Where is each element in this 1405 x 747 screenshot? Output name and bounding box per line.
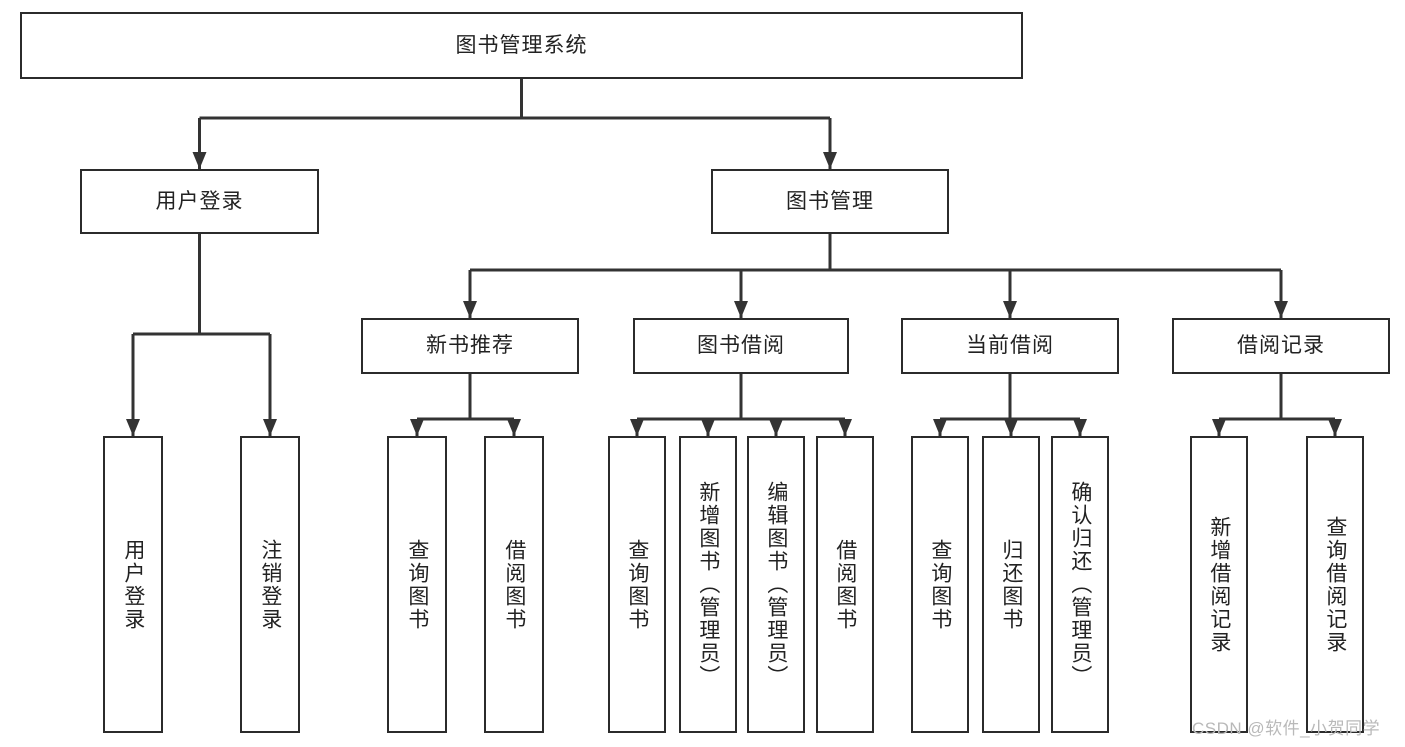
arrow-head-icon — [838, 419, 852, 436]
arrow-head-icon — [192, 152, 207, 169]
node-book-borrow[interactable]: 图书借阅 — [633, 318, 849, 374]
node-label: 查询借阅记录 — [1323, 515, 1347, 654]
node-label: 借阅图书 — [502, 538, 526, 631]
arrow-head-icon — [263, 419, 277, 436]
node-label: 新书推荐 — [426, 334, 514, 358]
node-leaf-edit-book[interactable]: 编辑图书（管理员） — [747, 436, 805, 733]
node-leaf-user-login[interactable]: 用户登录 — [103, 436, 163, 733]
arrow-head-icon — [1274, 301, 1288, 318]
node-label: 新增图书（管理员） — [696, 481, 720, 688]
node-label: 注销登录 — [258, 538, 282, 631]
node-leaf-query-book-3[interactable]: 查询图书 — [911, 436, 969, 733]
node-label: 借阅图书 — [833, 538, 857, 631]
node-leaf-borrow-book-2[interactable]: 借阅图书 — [816, 436, 874, 733]
node-label: 归还图书 — [999, 538, 1023, 631]
arrow-head-icon — [734, 301, 748, 318]
node-label: 用户登录 — [121, 538, 145, 631]
arrow-head-icon — [769, 419, 783, 436]
node-label: 查询图书 — [928, 538, 952, 631]
node-user-login[interactable]: 用户登录 — [80, 169, 319, 234]
node-current-borrow[interactable]: 当前借阅 — [901, 318, 1119, 374]
arrow-head-icon — [1004, 419, 1018, 436]
arrow-head-icon — [507, 419, 521, 436]
node-leaf-add-record[interactable]: 新增借阅记录 — [1190, 436, 1248, 733]
node-label: 查询图书 — [625, 538, 649, 631]
node-label: 图书借阅 — [697, 334, 785, 358]
arrow-head-icon — [1212, 419, 1226, 436]
node-leaf-add-book[interactable]: 新增图书（管理员） — [679, 436, 737, 733]
arrow-head-icon — [823, 152, 837, 169]
node-label: 图书管理 — [786, 189, 874, 213]
node-leaf-borrow-book-1[interactable]: 借阅图书 — [484, 436, 544, 733]
node-book-manage[interactable]: 图书管理 — [711, 169, 949, 234]
arrow-head-icon — [463, 301, 477, 318]
node-label: 编辑图书（管理员） — [764, 481, 788, 688]
node-label: 借阅记录 — [1237, 334, 1325, 358]
arrow-head-icon — [1073, 419, 1087, 436]
arrow-head-icon — [1003, 301, 1017, 318]
node-leaf-query-book-2[interactable]: 查询图书 — [608, 436, 666, 733]
node-label: 当前借阅 — [966, 334, 1054, 358]
node-leaf-return-book[interactable]: 归还图书 — [982, 436, 1040, 733]
node-leaf-query-book-1[interactable]: 查询图书 — [387, 436, 447, 733]
node-new-book-rec[interactable]: 新书推荐 — [361, 318, 579, 374]
node-label: 确认归还（管理员） — [1068, 481, 1092, 688]
arrow-head-icon — [933, 419, 947, 436]
node-label: 新增借阅记录 — [1207, 515, 1231, 654]
arrow-head-icon — [630, 419, 644, 436]
arrow-head-icon — [126, 419, 140, 436]
node-label: 查询图书 — [405, 538, 429, 631]
node-label: 用户登录 — [155, 189, 244, 213]
node-leaf-logout[interactable]: 注销登录 — [240, 436, 300, 733]
node-borrow-record[interactable]: 借阅记录 — [1172, 318, 1390, 374]
node-leaf-confirm-return[interactable]: 确认归还（管理员） — [1051, 436, 1109, 733]
node-root[interactable]: 图书管理系统 — [20, 12, 1023, 79]
node-label: 图书管理系统 — [455, 33, 588, 57]
arrow-head-icon — [410, 419, 424, 436]
node-leaf-query-record[interactable]: 查询借阅记录 — [1306, 436, 1364, 733]
arrow-head-icon — [1328, 419, 1342, 436]
arrow-head-icon — [701, 419, 715, 436]
